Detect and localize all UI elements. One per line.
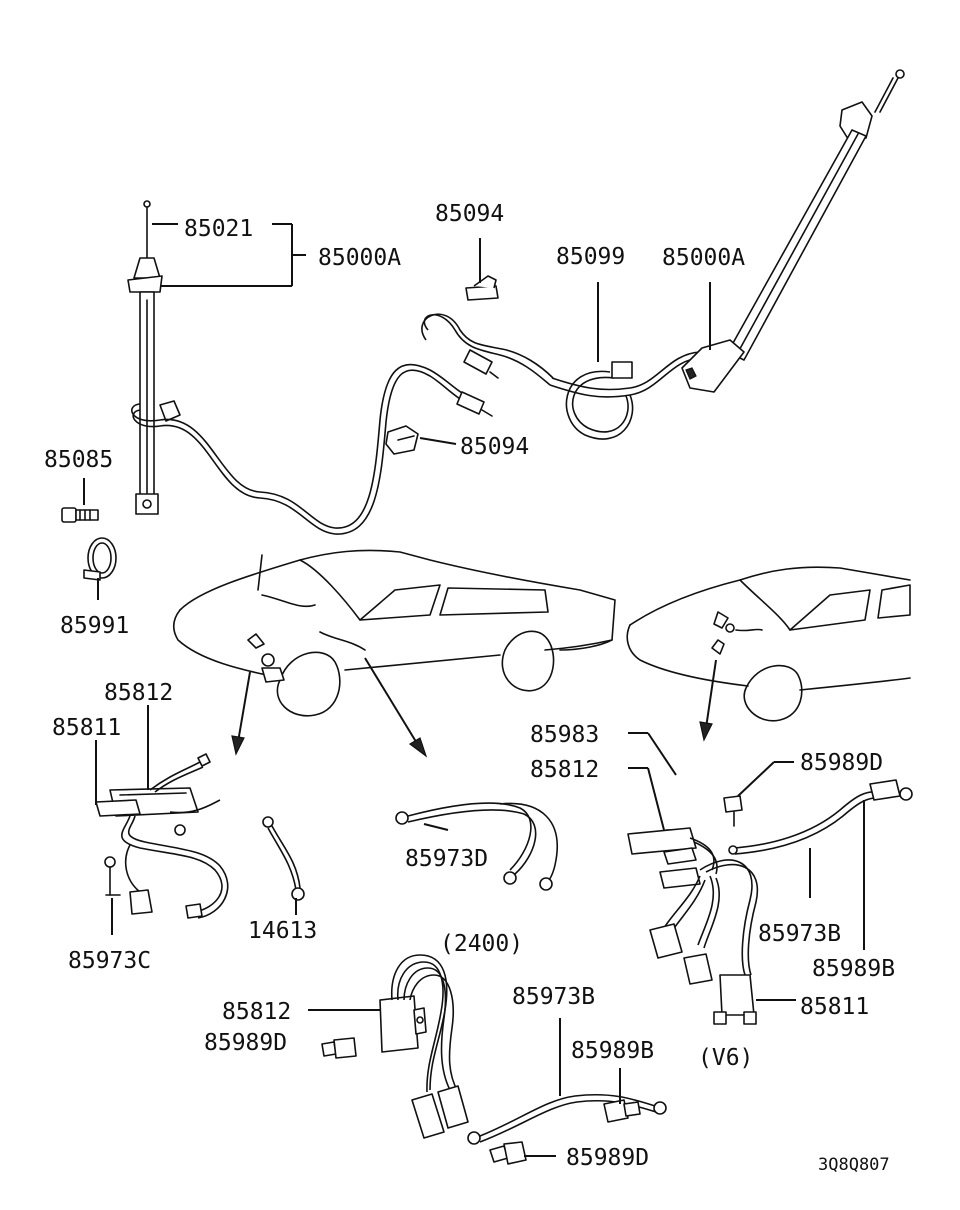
label-85989b-right: 85989B (812, 956, 895, 982)
label-14613: 14613 (248, 918, 317, 944)
label-85812-bottom: 85812 (222, 999, 291, 1025)
part-number-labels: 85021 85000A 85094 85099 85000A 85094 85… (44, 201, 895, 1175)
label-v6: (V6) (698, 1045, 753, 1071)
sedan-outline (626, 566, 911, 722)
cable-clip-85094-mid (385, 425, 419, 455)
cable-clip-85094-top (465, 275, 499, 301)
label-85989d-right: 85989D (800, 750, 883, 776)
harness-2400 (321, 954, 667, 1165)
label-85989d-bottom: 85989D (566, 1145, 649, 1171)
label-85989b-bottom: 85989B (571, 1038, 654, 1064)
pickup-truck-outline (172, 549, 616, 717)
ground-strap-14613 (262, 816, 305, 901)
label-85991: 85991 (60, 613, 129, 639)
label-85811-left: 85811 (52, 715, 121, 741)
label-2400: (2400) (440, 931, 523, 957)
band-clamp-85991 (83, 537, 117, 581)
right-pillar-antenna (681, 69, 905, 393)
label-85000a-left: 85000A (318, 245, 401, 271)
extension-cable-85099 (421, 313, 701, 440)
label-85973b-bottom: 85973B (512, 984, 595, 1010)
label-85085: 85085 (44, 447, 113, 473)
pointer-arrows (231, 657, 717, 758)
label-85811-right: 85811 (800, 994, 869, 1020)
label-85099: 85099 (556, 244, 625, 270)
label-85000a-right: 85000A (662, 245, 745, 271)
label-85812-right: 85812 (530, 757, 599, 783)
label-85973d: 85973D (405, 846, 488, 872)
label-85021: 85021 (184, 216, 253, 242)
label-85973b-right: 85973B (758, 921, 841, 947)
left-noise-filter-harness (95, 753, 229, 919)
label-85094-top: 85094 (435, 201, 504, 227)
diagram-code: 3Q8Q807 (818, 1155, 890, 1175)
label-85812-left: 85812 (104, 680, 173, 706)
leader-lines (83, 223, 865, 1157)
label-85989d-bottom-left: 85989D (204, 1030, 287, 1056)
left-fender-antenna (127, 200, 493, 535)
label-85973c: 85973C (68, 948, 151, 974)
label-85983: 85983 (530, 722, 599, 748)
v6-noise-filter-harness (627, 779, 913, 1025)
label-85094-mid: 85094 (460, 434, 529, 460)
screw-85085 (61, 507, 99, 523)
harness-85973D (395, 802, 558, 891)
